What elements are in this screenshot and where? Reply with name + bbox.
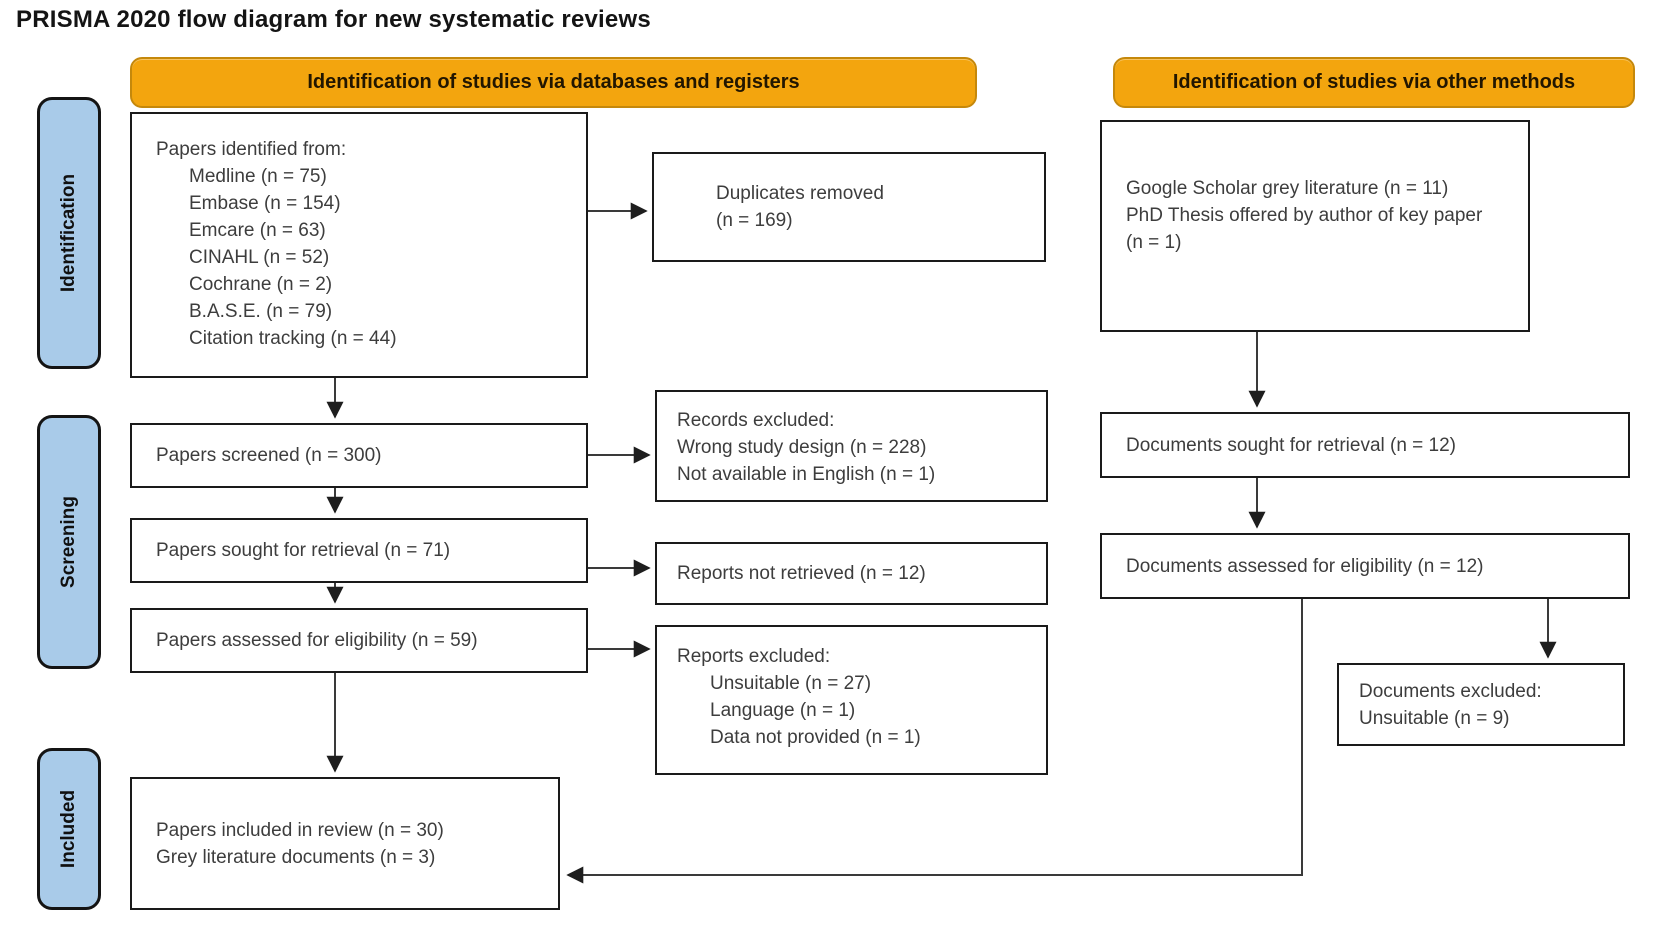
banner-databases-label: Identification of studies via databases … bbox=[307, 71, 800, 93]
box-line: Papers identified from: bbox=[156, 139, 347, 160]
box-line: Not available in English (n = 1) bbox=[677, 464, 936, 485]
box-line: Reports excluded: bbox=[677, 646, 831, 667]
page-title: PRISMA 2020 flow diagram for new systema… bbox=[16, 6, 651, 33]
box-line: Emcare (n = 63) bbox=[189, 220, 326, 241]
box-line: Duplicates removed bbox=[716, 183, 884, 204]
box-line: Unsuitable (n = 27) bbox=[710, 673, 872, 694]
box-records-excluded: Records excluded: Wrong study design (n … bbox=[655, 390, 1048, 502]
box-line: Records excluded: bbox=[677, 410, 835, 431]
box-line: (n = 169) bbox=[716, 210, 793, 231]
box-line: Papers assessed for eligibility (n = 59) bbox=[156, 630, 478, 651]
banner-other-methods: Identification of studies via other meth… bbox=[1113, 57, 1635, 108]
stage-screening: Screening bbox=[37, 415, 101, 669]
box-line: Data not provided (n = 1) bbox=[710, 727, 921, 748]
box-line: CINAHL (n = 52) bbox=[189, 247, 330, 268]
box-papers-identified: Papers identified from: Medline (n = 75)… bbox=[130, 112, 588, 378]
stage-screening-label: Screening bbox=[58, 496, 79, 588]
box-line: Documents excluded: bbox=[1359, 681, 1542, 702]
stage-identification-label: Identification bbox=[58, 173, 80, 293]
stage-included-label: Included bbox=[58, 789, 79, 869]
banner-databases-registers: Identification of studies via databases … bbox=[130, 57, 977, 108]
box-line: Citation tracking (n = 44) bbox=[189, 328, 397, 349]
box-line: Papers included in review (n = 30) bbox=[156, 819, 444, 841]
box-line: Google Scholar grey literature (n = 11) bbox=[1126, 177, 1449, 199]
box-papers-screened: Papers screened (n = 300) bbox=[130, 423, 588, 488]
box-line: Documents sought for retrieval (n = 12) bbox=[1126, 434, 1457, 456]
box-line: PhD Thesis offered by author of key pape… bbox=[1126, 204, 1483, 226]
box-reports-excluded: Reports excluded: Unsuitable (n = 27) La… bbox=[655, 625, 1048, 775]
box-docs-sought: Documents sought for retrieval (n = 12) bbox=[1100, 412, 1630, 478]
box-line: Reports not retrieved (n = 12) bbox=[677, 563, 926, 584]
box-line: Documents assessed for eligibility (n = … bbox=[1126, 555, 1484, 577]
box-line: Embase (n = 154) bbox=[189, 193, 341, 214]
stage-identification: Identification bbox=[37, 97, 101, 369]
box-papers-sought: Papers sought for retrieval (n = 71) bbox=[130, 518, 588, 583]
box-reports-not-retrieved: Reports not retrieved (n = 12) bbox=[655, 542, 1048, 605]
box-duplicates-removed: Duplicates removed (n = 169) bbox=[652, 152, 1046, 262]
box-line: Grey literature documents (n = 3) bbox=[156, 846, 436, 868]
box-line: (n = 1) bbox=[1126, 231, 1182, 253]
stage-included: Included bbox=[37, 748, 101, 910]
box-other-identified: Google Scholar grey literature (n = 11) … bbox=[1100, 120, 1530, 332]
box-line: Language (n = 1) bbox=[710, 700, 856, 721]
box-docs-excluded: Documents excluded: Unsuitable (n = 9) bbox=[1337, 663, 1625, 746]
banner-other-label: Identification of studies via other meth… bbox=[1172, 71, 1576, 93]
box-line: Unsuitable (n = 9) bbox=[1359, 708, 1510, 729]
box-papers-included: Papers included in review (n = 30) Grey … bbox=[130, 777, 560, 910]
box-line: Cochrane (n = 2) bbox=[189, 274, 333, 295]
box-line: B.A.S.E. (n = 79) bbox=[189, 301, 333, 322]
box-line: Papers sought for retrieval (n = 71) bbox=[156, 540, 451, 561]
box-papers-assessed: Papers assessed for eligibility (n = 59) bbox=[130, 608, 588, 673]
box-line: Papers screened (n = 300) bbox=[156, 445, 382, 466]
box-docs-assessed: Documents assessed for eligibility (n = … bbox=[1100, 533, 1630, 599]
box-line: Wrong study design (n = 228) bbox=[677, 437, 927, 458]
box-line: Medline (n = 75) bbox=[189, 166, 327, 187]
